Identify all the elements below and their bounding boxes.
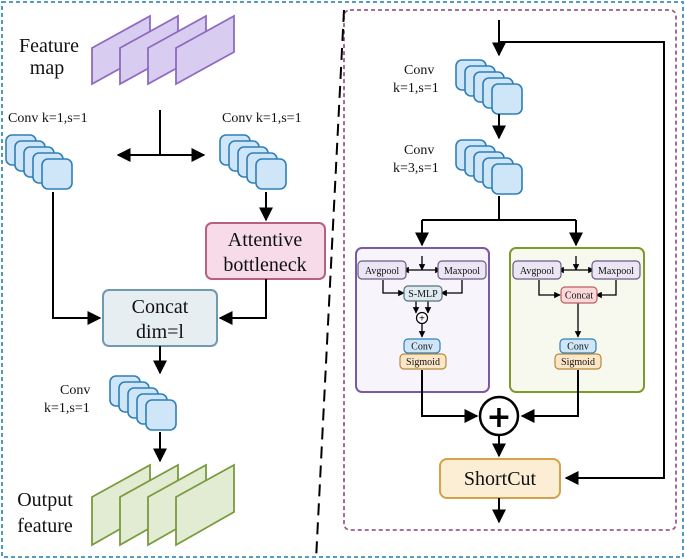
purple-conv-box [403,338,441,354]
output-feature-icon [91,463,235,547]
conv2-stack-icon [455,139,523,195]
green-sigmoid-label: Sigmoid [561,357,595,368]
green-sigmoid-box [554,353,602,370]
green-conv-label: Conv [567,342,589,353]
purple-sigmoid-box [399,353,447,370]
conv2-label-line2: k=3,s=1 [393,161,439,176]
green-concat-box [560,286,598,304]
green-avgpool-box [512,260,562,280]
conv2-label-line1: Conv [404,143,434,158]
conv1-stack-icon [455,59,523,115]
arrow-attentive-to-concat [218,279,267,325]
conv-stack-right-icon [219,134,287,190]
attentive-label-line2: bottleneck [223,254,306,276]
purple-add-icon [415,311,429,325]
purple-add-symbol: + [419,314,425,325]
green-conv-box [559,338,597,354]
feature-map-label-line2: map [30,57,64,79]
shortcut-loop-arrow [499,41,665,485]
arrow-green-to-sum [520,370,579,423]
output-label-line1: Output [17,489,73,511]
purple-avgpool-label: Avgpool [365,266,399,277]
shortcut-label: ShortCut [464,468,537,490]
sum-symbol: + [486,400,511,435]
green-maxpool-box [591,260,641,280]
panel-divider [315,9,345,559]
conv-stack-left-icon [5,134,73,190]
purple-avgpool-box [357,260,407,280]
concat-label-line1: Concat [132,296,189,318]
attentive-label-line1: Attentive [228,229,303,251]
conv-bottom-label-line2: k=1,s=1 [44,401,90,416]
conv-left-label: Conv k=1,s=1 [8,111,88,126]
feature-map-icon [91,14,235,86]
purple-maxpool-label: Maxpool [444,266,480,277]
conv-right-label: Conv k=1,s=1 [222,111,302,126]
purple-sigmoid-label: Sigmoid [406,357,440,368]
conv1-label-line1: Conv [404,63,434,78]
smlp-box [403,285,443,302]
feature-map-label-line1: Feature [19,35,79,57]
green-maxpool-label: Maxpool [598,266,634,277]
arrow-purple-to-sum [421,370,479,423]
arrow-left-to-concat [52,192,102,325]
output-label-line2: feature [17,515,73,537]
conv-stack-bottom-icon [109,375,177,431]
conv-bottom-label-line1: Conv [60,383,90,398]
conv1-label-line2: k=1,s=1 [393,81,439,96]
green-avgpool-label: Avgpool [520,266,554,277]
right-panel-frame [343,9,677,531]
purple-conv-label: Conv [411,342,433,353]
purple-maxpool-box [437,260,487,280]
smlp-label: S-MLP [408,289,438,300]
concat-label-line2: dim=l [136,321,184,343]
green-concat-label: Concat [565,291,594,302]
